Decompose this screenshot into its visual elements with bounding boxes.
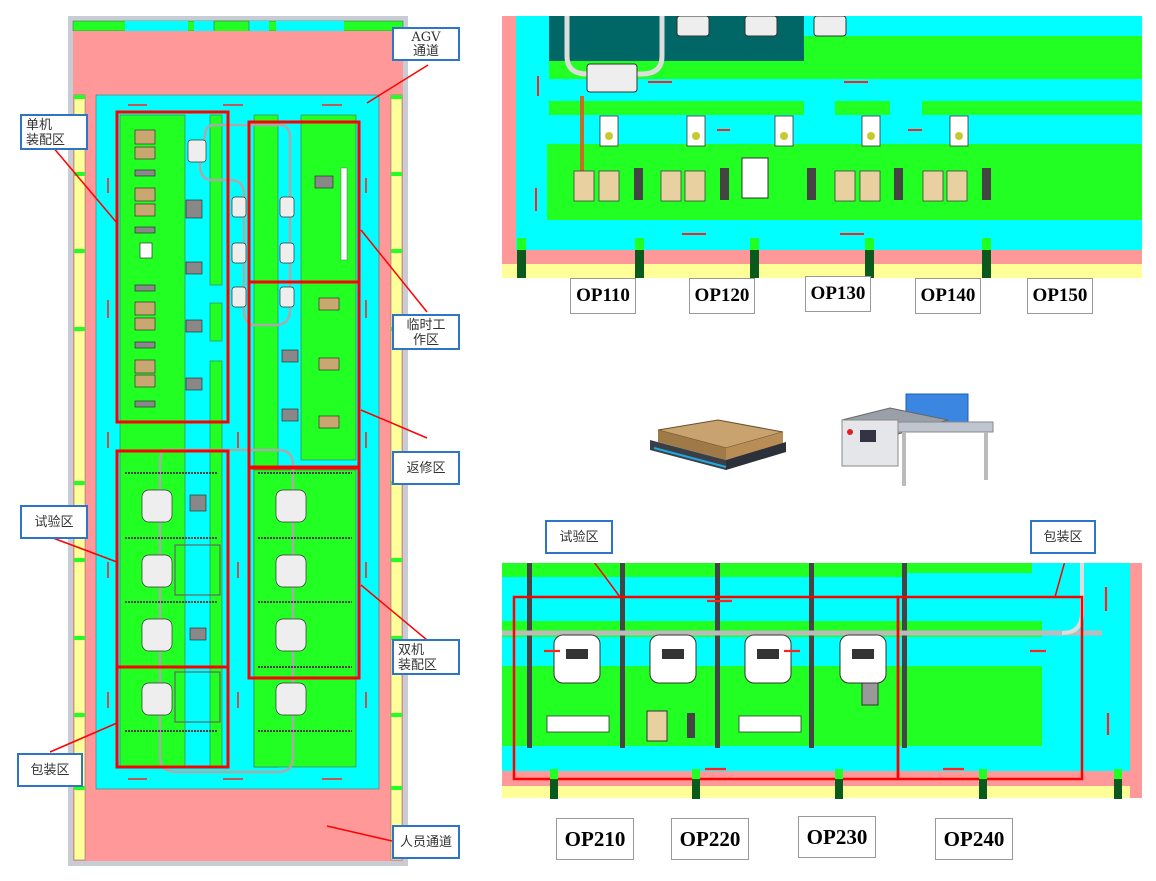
zone-dual-assembly xyxy=(247,466,361,680)
station-label-op230: OP230 xyxy=(798,816,876,858)
callout-test: 试验区 xyxy=(20,505,88,539)
callout-test-detail: 试验区 xyxy=(545,520,613,554)
wall-strip xyxy=(502,786,1130,798)
detail-top-svg xyxy=(502,16,1142,278)
right-walkway xyxy=(1130,563,1142,798)
callout-agv-channel: AGV 通道 xyxy=(392,27,460,61)
callout-temp-work: 临时工 作区 xyxy=(392,314,460,350)
walkway xyxy=(502,250,1142,264)
work-area xyxy=(119,114,186,768)
callout-packing-detail: 包装区 xyxy=(1030,520,1096,554)
detail-bottom-svg xyxy=(502,563,1142,799)
callout-packing: 包装区 xyxy=(17,753,83,787)
station-label-op140: OP140 xyxy=(915,278,981,314)
callout-repair: 返修区 xyxy=(392,451,460,485)
station-label-op210: OP210 xyxy=(556,818,634,860)
station-label-op220: OP220 xyxy=(671,818,749,860)
work-area xyxy=(892,666,1042,746)
zone-packing-detail xyxy=(896,595,1084,781)
zone-single-assembly xyxy=(115,110,230,424)
station-label-op130: OP130 xyxy=(805,276,871,312)
station-label-op120: OP120 xyxy=(689,278,755,314)
operator-stations xyxy=(599,115,969,147)
station-label-op240: OP240 xyxy=(935,818,1013,860)
zone-packing xyxy=(115,665,230,769)
callout-personnel-channel: 人员通道 xyxy=(392,825,460,859)
agv-pallet-image xyxy=(648,408,788,470)
detail-bottom-line xyxy=(502,563,1142,818)
callout-single-assembly: 单机 装配区 xyxy=(20,114,88,150)
overhead-conveyor-loop xyxy=(198,123,292,327)
overview-layout: AGV 通道 单机 装配区 临时工 作区 返修区 试验区 双机 装配区 包装区 … xyxy=(0,0,480,881)
roller-conveyor-image xyxy=(838,390,1003,495)
left-wall-strip xyxy=(73,94,86,861)
station-label-op150: OP150 xyxy=(1027,278,1093,314)
left-walkway xyxy=(502,16,516,276)
detail-top-line xyxy=(502,16,1142,318)
callout-dual-assembly: 双机 装配区 xyxy=(392,639,460,675)
station-label-op110: OP110 xyxy=(570,278,636,314)
